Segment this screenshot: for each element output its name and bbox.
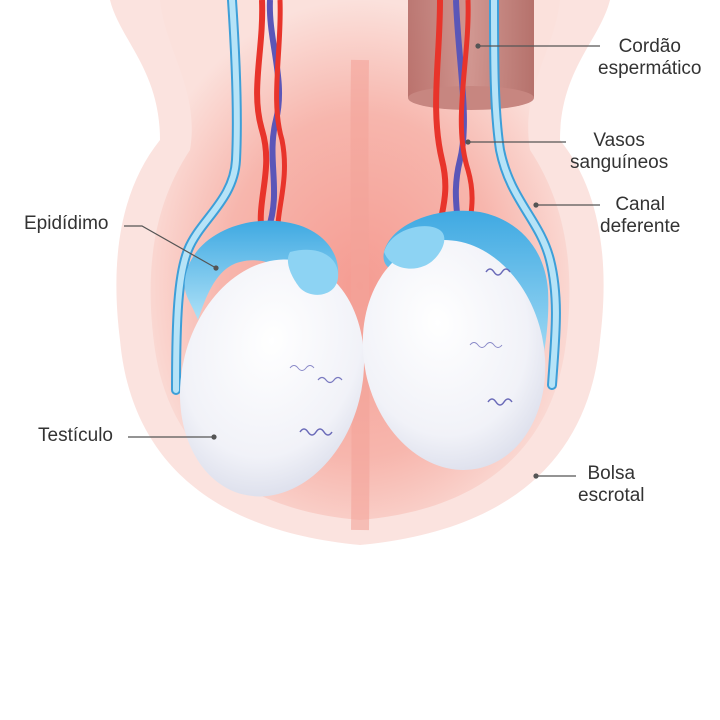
label-vasos-line1: Vasos — [593, 130, 645, 151]
scrotal-raphe — [350, 59, 370, 531]
label-canal-deferente: Canal deferente — [600, 194, 680, 238]
label-vasos-line2: sanguíneos — [570, 152, 669, 173]
label-canal-line2: deferente — [600, 216, 681, 237]
label-bolsa-line1: Bolsa — [587, 463, 636, 484]
leader-epididimo — [124, 225, 217, 269]
label-canal-line1: Canal — [615, 194, 665, 215]
left-testis — [179, 259, 365, 497]
left-artery — [254, 0, 270, 236]
label-vasos-sanguineos: Vasos sanguíneos — [570, 130, 668, 174]
spermatic-cord-sleeve — [408, 0, 534, 98]
label-cordao-line2: espermático — [598, 58, 702, 79]
label-cordao-line1: Cordão — [618, 36, 681, 57]
left-epididymis — [184, 220, 339, 320]
label-testiculo: Testículo — [38, 425, 113, 446]
leader-lines — [124, 43, 600, 479]
label-bolsa-line2: escrotal — [578, 485, 645, 506]
label-bolsa-escrotal: Bolsa escrotal — [578, 463, 645, 507]
right-testis — [362, 240, 546, 470]
label-epididimo: Epidídimo — [24, 213, 109, 234]
label-cordao-espermatico: Cordão espermático — [598, 36, 702, 80]
